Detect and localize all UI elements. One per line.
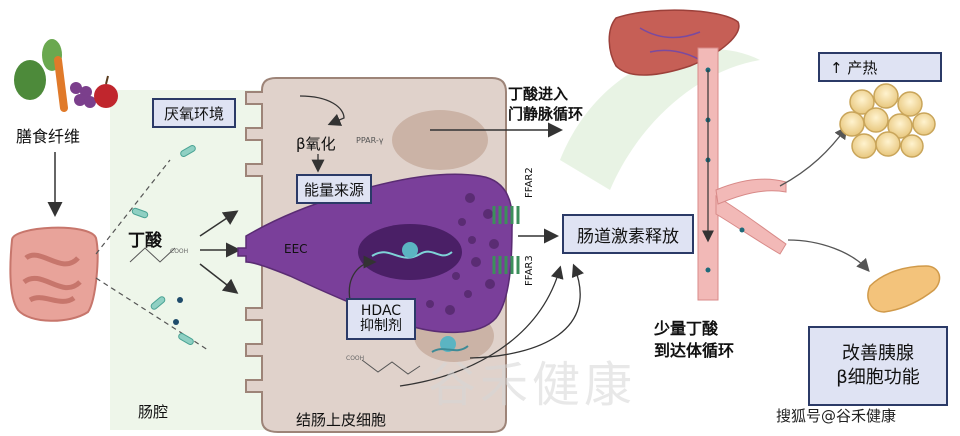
label-ffar3: FFAR3 bbox=[524, 255, 535, 286]
dna-icon bbox=[371, 242, 453, 259]
label-ffar2: FFAR2 bbox=[524, 167, 535, 198]
label-portal-line2: 门静脉循环 bbox=[508, 105, 584, 123]
pancreas-line2: β细胞功能 bbox=[836, 367, 920, 388]
box-hypoxia: 厌氧环境 bbox=[152, 98, 236, 128]
box-energy-source: 能量来源 bbox=[296, 174, 372, 204]
label-systemic-line1: 少量丁酸 bbox=[654, 319, 719, 338]
arrow-to-adipose bbox=[779, 125, 848, 187]
butyrate-dot bbox=[177, 297, 183, 303]
arrow-to-pancreas bbox=[787, 239, 870, 272]
box-pancreas-function: 改善胰腺 β细胞功能 bbox=[808, 326, 948, 406]
pancreas-icon bbox=[867, 265, 941, 313]
watermark-leaf bbox=[560, 48, 760, 191]
box-gut-hormone: 肠道激素释放 bbox=[562, 214, 694, 254]
label-epithelial: 结肠上皮细胞 bbox=[296, 411, 387, 429]
butyrate-structure bbox=[129, 247, 176, 263]
label-beta-oxidation: β氧化 bbox=[296, 135, 336, 153]
ffar3-receptor bbox=[492, 256, 520, 274]
arrow-butyrate-up bbox=[199, 210, 239, 237]
arrow-butyrate-down bbox=[199, 263, 239, 294]
blood-vessel bbox=[697, 47, 787, 301]
bacteria bbox=[131, 145, 196, 345]
zoom-line-top bbox=[95, 159, 171, 255]
butyrate-dot bbox=[173, 319, 179, 325]
liver-vessels bbox=[639, 27, 701, 61]
hdac-line2: 抑制剂 bbox=[360, 318, 402, 334]
box-hdac-inhibitor: HDAC 抑制剂 bbox=[346, 298, 416, 340]
label-butyrate: 丁酸 bbox=[128, 231, 162, 251]
adipose-tissue-icon bbox=[839, 83, 936, 159]
label-systemic-line2: 到达体循环 bbox=[654, 341, 735, 360]
hdac-dna bbox=[431, 345, 469, 353]
liver-icon bbox=[608, 9, 740, 76]
pancreas-line1: 改善胰腺 bbox=[842, 342, 914, 364]
ffar2-receptor bbox=[492, 206, 520, 224]
box-thermogenesis: ↑ 产热 bbox=[818, 52, 942, 82]
hdac-line1: HDAC bbox=[360, 302, 402, 319]
granules bbox=[426, 193, 499, 315]
label-lumen: 肠腔 bbox=[138, 403, 169, 421]
hdac-complex bbox=[440, 336, 456, 352]
arrow-butyrate-to-hormone bbox=[399, 265, 564, 387]
label-ppar: PPAR-γ bbox=[356, 136, 384, 145]
hdac-chemical bbox=[361, 359, 421, 375]
intestine-icon bbox=[9, 226, 99, 322]
label-cooh-lumen: COOH bbox=[170, 248, 189, 255]
source-credit: 搜狐号@谷禾健康 bbox=[776, 407, 897, 425]
food-icon bbox=[14, 39, 118, 112]
watermark-text: 谷禾健康 bbox=[428, 357, 637, 413]
label-cooh-cell: COOH bbox=[346, 355, 365, 362]
arrow-to-hypoxia bbox=[299, 95, 345, 126]
label-dietary-fiber: 膳食纤维 bbox=[16, 127, 81, 146]
mitochondrion bbox=[392, 110, 488, 170]
arrow-hdac-to-nucleus bbox=[348, 255, 377, 301]
label-eec: EEC bbox=[284, 242, 308, 256]
label-portal-line1: 丁酸进入 bbox=[508, 85, 569, 103]
arrow-to-hormone-2 bbox=[469, 263, 584, 359]
